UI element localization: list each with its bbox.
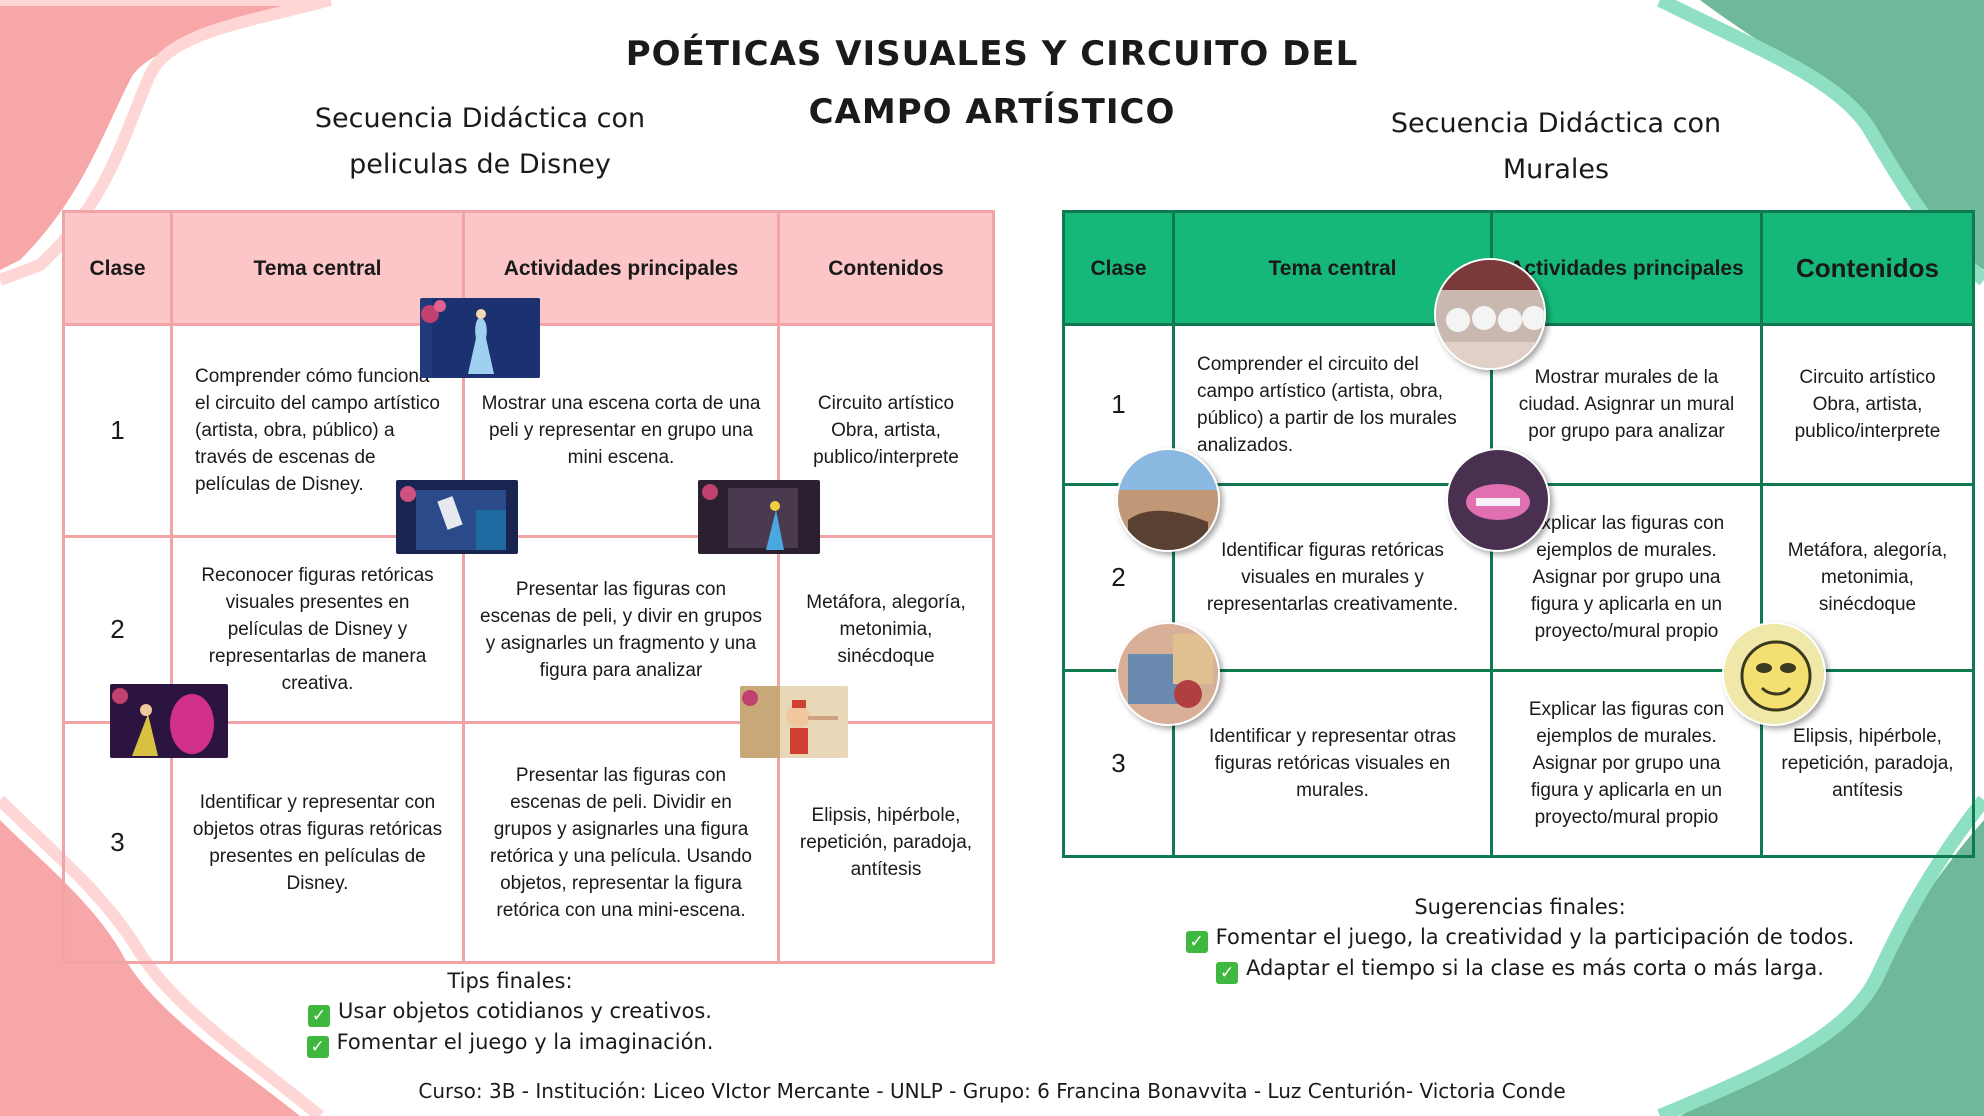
header-contenidos: Contenidos [777,210,995,326]
right-subtitle: Secuencia Didáctica con Murales [1356,101,1756,193]
check-icon: ✓ [306,1036,329,1058]
suggestion-text: Fomentar el juego, la creatividad y la p… [1215,925,1855,949]
mural-image [1116,622,1220,726]
suggestions-title: Sugerencias finales: [1414,895,1626,919]
page-title-line2: CAMPO ARTÍSTICO [808,92,1176,132]
disney-scene-image [110,684,228,758]
mural-image [1446,448,1550,552]
header-contenidos: Contenidos [1760,210,1975,326]
tip-text: Usar objetos cotidianos y creativos. [338,999,712,1023]
cell-tema: Reconocer figuras retóricas visuales pre… [170,535,465,724]
cell-actividades: Mostrar murales de la ciudad. Asignrar u… [1490,323,1763,486]
disney-scene-image [698,480,820,554]
mural-image [1434,258,1546,370]
cell-contenidos: Circuito artístico Obra, artista, public… [1760,323,1975,486]
footer-credits: Curso: 3B - Institución: Liceo VIctor Me… [418,1079,1566,1103]
table-row: 3 Identificar y representar otras figura… [1062,669,1975,858]
tip-item: ✓ Usar objetos cotidianos y creativos. [240,996,780,1027]
mural-image [1116,448,1220,552]
left-subtitle-line2: peliculas de Disney [349,149,611,180]
cell-actividades: Explicar las figuras con ejemplos de mur… [1490,483,1763,672]
table-row: 1 Comprender el circuito del campo artís… [1062,323,1975,486]
cell-contenidos: Elipsis, hipérbole, repetición, paradoja… [777,721,995,964]
disney-table: Clase Tema central Actividades principal… [62,210,995,964]
tips-section: Tips finales: ✓ Usar objetos cotidianos y… [240,966,780,1058]
table-row: 2 Identificar figuras retóricas visuales… [1062,483,1975,672]
cell-clase: 1 [62,323,173,538]
table-row: 3 Identificar y representar con objetos … [62,721,995,964]
cell-tema: Comprender el circuito del campo artísti… [1172,323,1493,486]
cell-tema: Identificar y representar otras figuras … [1172,669,1493,858]
check-icon: ✓ [308,1005,331,1027]
left-subtitle: Secuencia Didáctica con peliculas de Dis… [280,96,680,188]
header-clase: Clase [62,210,173,326]
right-subtitle-line1: Secuencia Didáctica con [1390,108,1722,139]
cell-clase: 3 [62,721,173,964]
header-actividades: Actividades principales [1490,210,1763,326]
cell-tema: Identificar figuras retóricas visuales e… [1172,483,1493,672]
cell-actividades: Explicar las figuras con ejemplos de mur… [1490,669,1763,858]
right-subtitle-line2: Murales [1502,154,1610,185]
header-clase: Clase [1062,210,1175,326]
table-header-row: Clase Tema central Actividades principal… [62,210,995,326]
suggestion-item: ✓ Fomentar el juego, la creatividad y la … [1120,922,1920,953]
page-title-line1: POÉTICAS VISUALES Y CIRCUITO DEL [625,34,1359,74]
tip-text: Fomentar el juego y la imaginación. [336,1030,714,1054]
cell-actividades: Presentar las figuras con escenas de pel… [462,721,780,964]
mural-image [1722,622,1826,726]
cell-tema: Identificar y representar con objetos ot… [170,721,465,964]
check-icon: ✓ [1185,931,1208,953]
disney-scene-image [420,298,540,378]
left-subtitle-line1: Secuencia Didáctica con [314,103,646,134]
check-icon: ✓ [1216,962,1239,984]
disney-scene-image [396,480,518,554]
suggestion-text: Adaptar el tiempo si la clase es más cor… [1246,956,1824,980]
suggestions-section: Sugerencias finales: ✓ Fomentar el juego,… [1120,892,1920,984]
table-row: 2 Reconocer figuras retóricas visuales p… [62,535,995,724]
header-actividades: Actividades principales [462,210,780,326]
suggestion-item: ✓ Adaptar el tiempo si la clase es más co… [1120,953,1920,984]
tip-item: ✓ Fomentar el juego y la imaginación. [240,1027,780,1058]
tips-title: Tips finales: [447,969,573,993]
disney-scene-image [740,686,848,758]
cell-actividades: Presentar las figuras con escenas de pel… [462,535,780,724]
header-tema: Tema central [170,210,465,326]
